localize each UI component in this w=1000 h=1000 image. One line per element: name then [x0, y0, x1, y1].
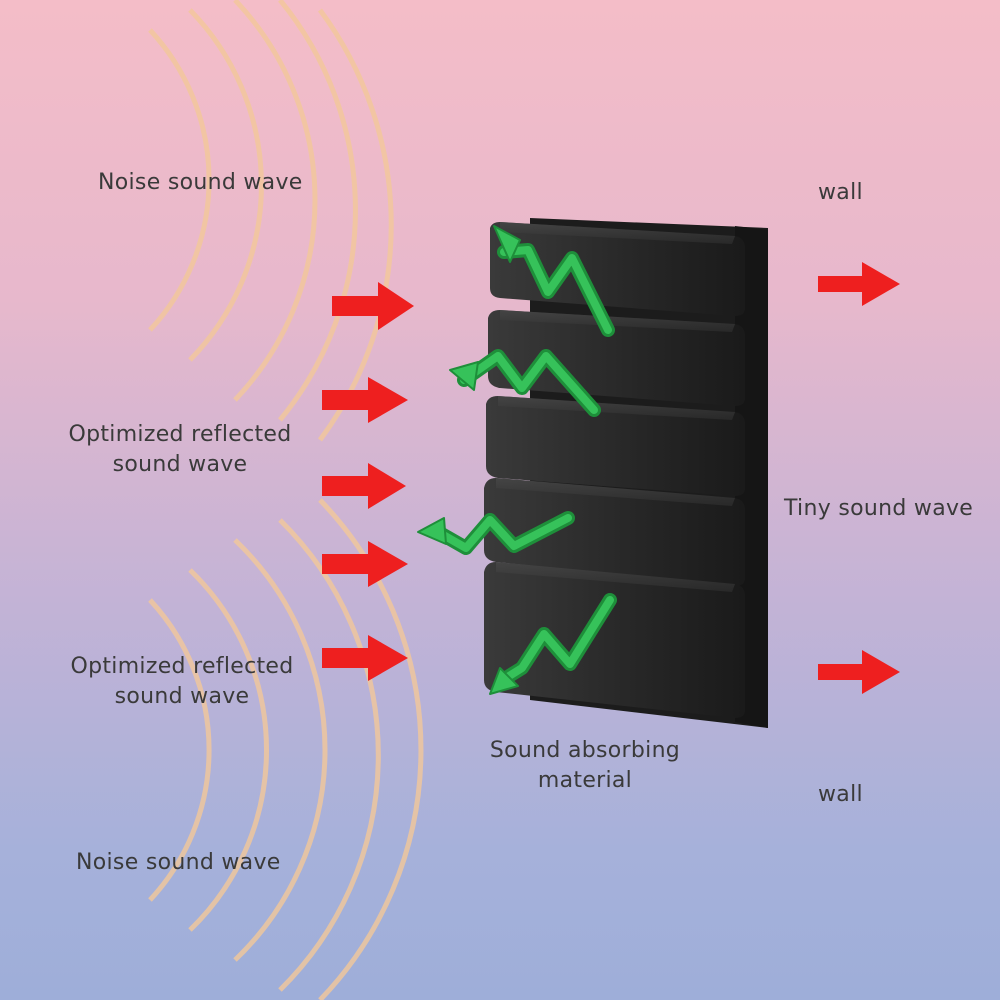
green-zigzag-arrow-icon	[417, 511, 575, 555]
red-arrow-right-icon	[322, 377, 408, 423]
reflected-label-2-line1: Optimized reflected	[70, 654, 294, 679]
wall-label-bottom: wall	[818, 782, 863, 807]
foam-ridge	[484, 562, 745, 718]
sound-absorbing-material-label: Sound absorbing material	[470, 736, 700, 796]
red-arrow-right-icon	[332, 282, 414, 330]
reflected-label-1-line2: sound wave	[112, 452, 248, 477]
foam-ridge	[488, 310, 745, 406]
green-zigzag-arrow-icon	[449, 349, 601, 417]
red-arrow-right-icon	[818, 650, 900, 694]
reflected-sound-wave-label-1: Optimized reflected sound wave	[50, 420, 310, 480]
sound-absorbing-panel	[484, 218, 768, 728]
reflected-sound-wave-label-2: Optimized reflected sound wave	[52, 652, 312, 712]
tiny-sound-wave-label: Tiny sound wave	[784, 496, 974, 521]
material-label-line1: Sound absorbing	[489, 738, 681, 763]
red-arrow-right-icon	[818, 262, 900, 306]
reflected-label-1-line1: Optimized reflected	[68, 422, 292, 447]
noise-wave-arcs-top	[148, 0, 394, 442]
noise-sound-wave-label-bottom: Noise sound wave	[76, 850, 281, 875]
green-zigzag-arrow-icon	[493, 225, 615, 337]
foam-ridge	[490, 222, 745, 316]
reflected-label-2-line2: sound wave	[114, 684, 250, 709]
foam-ridge	[486, 396, 745, 496]
reflected-arrows	[417, 225, 617, 695]
foam-ridge	[484, 478, 745, 586]
wall-label-top: wall	[818, 180, 863, 205]
red-arrow-right-icon	[322, 635, 408, 681]
noise-sound-wave-label-top: Noise sound wave	[98, 170, 303, 195]
material-label-line2: material	[537, 768, 633, 793]
red-arrow-right-icon	[322, 541, 408, 587]
incoming-arrows	[322, 262, 900, 694]
green-zigzag-arrow-icon	[489, 593, 617, 695]
red-arrow-right-icon	[322, 463, 406, 509]
